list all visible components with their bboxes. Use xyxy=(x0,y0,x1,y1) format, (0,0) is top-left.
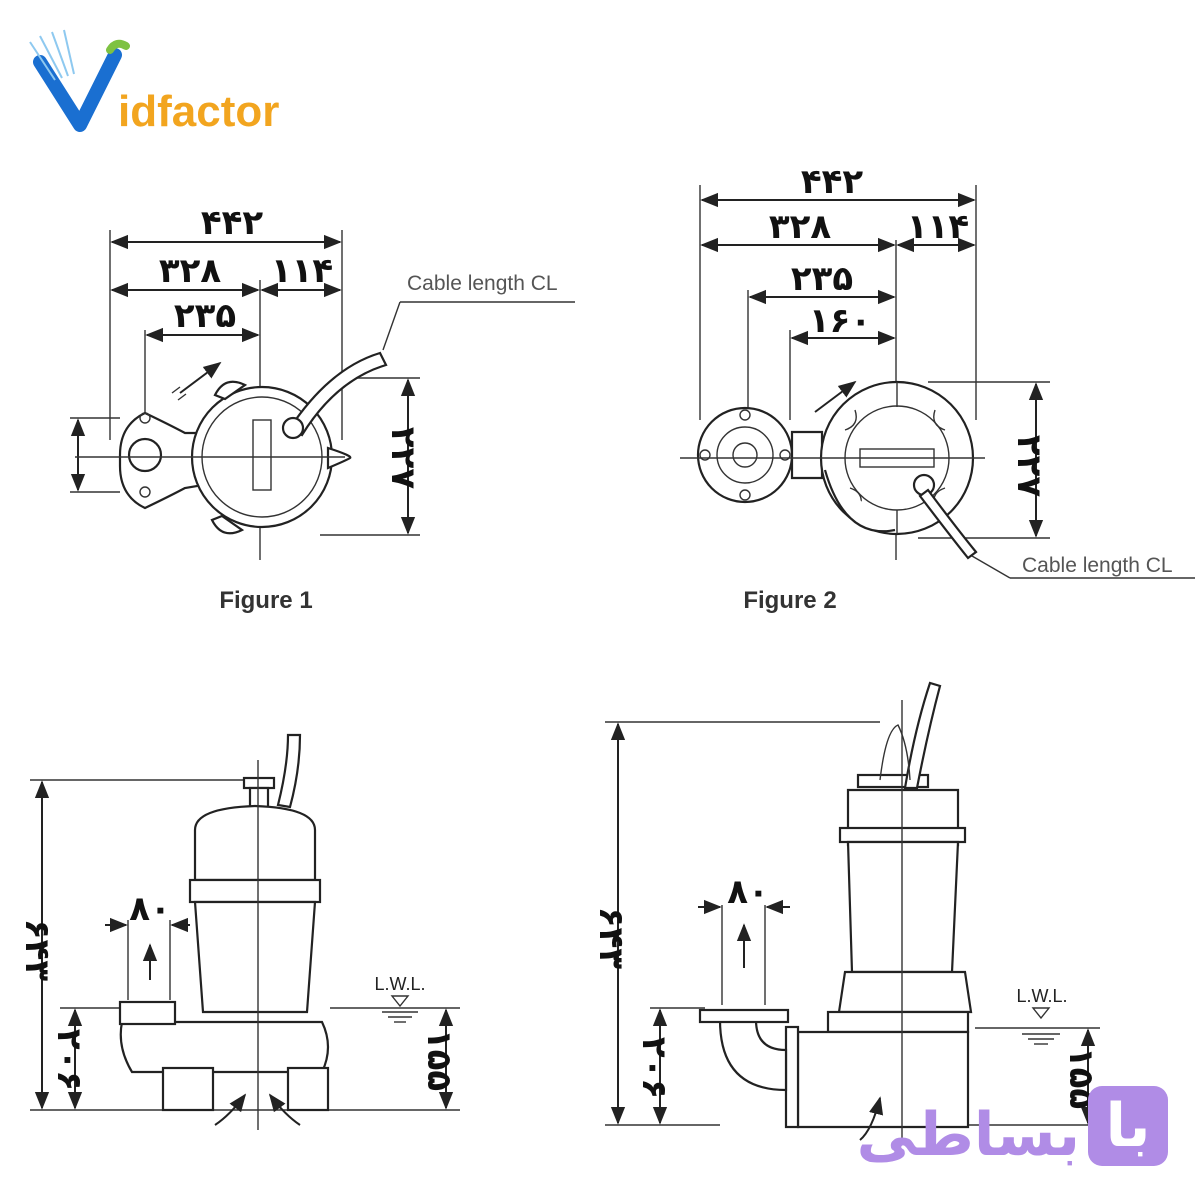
logo-v-mark xyxy=(29,29,130,132)
watermark-text: بساطی xyxy=(857,1100,1080,1170)
fig2-dim-left: ۳۲۸ xyxy=(769,207,832,247)
side-view-1: ۶۴۳ ۲۰۶ ۱۵۵ ۸۰ L.W.L. xyxy=(17,733,460,1130)
fig1-caption: Figure 1 xyxy=(219,587,312,614)
basati-watermark: با بساطی xyxy=(857,1086,1168,1170)
watermark-badge-bg xyxy=(1088,1086,1168,1166)
side-view-2: ۶۴۳ ۲۰۶ ۱۵۵ ۸۰ L.W.L. xyxy=(591,681,1101,1141)
logo-wordmark: idfactor xyxy=(118,87,279,136)
fig2-dim-height: ۲۲۷ xyxy=(1009,435,1049,498)
fig1-dim-inner: ۲۳۵ xyxy=(174,296,236,336)
figure-1-top-view: ۴۴۲ ۳۲۸ ۱۱۴ ۲۳۵ ۲۲۷ Cable length CL xyxy=(70,203,575,614)
fig2-dim-overall: ۴۴۲ xyxy=(801,162,864,202)
figure-2-top-view: ۴۴۲ ۳۲۸ ۱۱۴ ۲۳۵ ۱۶۰ ۲۲۷ Cable length CL … xyxy=(680,162,1195,614)
fig1-dim-height: ۲۲۷ xyxy=(383,427,423,490)
side1-dim-outlet: ۸۰ xyxy=(129,889,171,929)
fig1-dim-right: ۱۱۴ xyxy=(271,251,333,291)
fig2-dim-inner: ۲۳۵ xyxy=(791,259,853,299)
side2-dim-outlet: ۸۰ xyxy=(727,872,769,912)
side1-dim-height: ۶۴۳ xyxy=(17,919,57,982)
fig2-dim-inner2: ۱۶۰ xyxy=(809,301,871,341)
fig1-dim-overall: ۴۴۲ xyxy=(201,203,264,243)
fig2-dim-right: ۱۱۴ xyxy=(907,207,969,247)
fig2-cable-note: Cable length CL xyxy=(1022,554,1173,577)
side1-lwl-label: L.W.L. xyxy=(374,974,425,994)
side2-dim-outlet-height: ۲۰۶ xyxy=(634,1037,674,1099)
side2-dim-height: ۶۴۳ xyxy=(591,907,631,970)
side2-lwl-label: L.W.L. xyxy=(1016,986,1067,1006)
watermark-badge-text: با xyxy=(1105,1091,1150,1161)
fig2-caption: Figure 2 xyxy=(743,587,836,614)
fig1-cable-note: Cable length CL xyxy=(407,272,558,295)
fig1-dim-left: ۳۲۸ xyxy=(159,251,222,291)
vidfactor-logo: idfactor xyxy=(29,29,279,136)
side1-dim-lwl-height: ۱۵۵ xyxy=(419,1029,459,1091)
side1-dim-outlet-height: ۲۰۶ xyxy=(49,1029,89,1091)
